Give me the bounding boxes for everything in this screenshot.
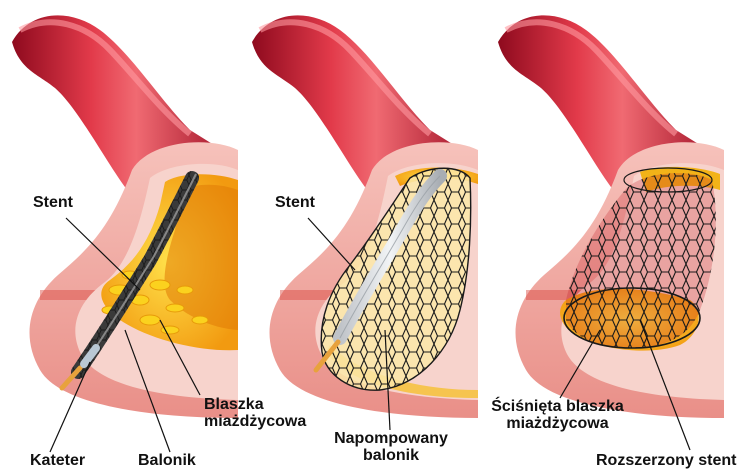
panel-3-vessel [498,15,724,450]
panel-2-vessel [252,15,478,430]
label-catheter: Kateter [30,452,85,469]
label-plaque: Blaszka miażdżycowa [204,396,306,430]
label-stent-1: Stent [33,194,73,211]
label-expanded-stent: Rozszerzony stent [596,452,736,469]
label-compressed-plaque: Ściśnięta blaszka miażdżycowa [465,398,650,432]
panel-1-vessel [12,15,238,452]
label-balloon: Balonik [138,452,196,469]
label-inflated-balloon: Napompowany balonik [331,430,451,464]
label-stent-2: Stent [275,194,315,211]
